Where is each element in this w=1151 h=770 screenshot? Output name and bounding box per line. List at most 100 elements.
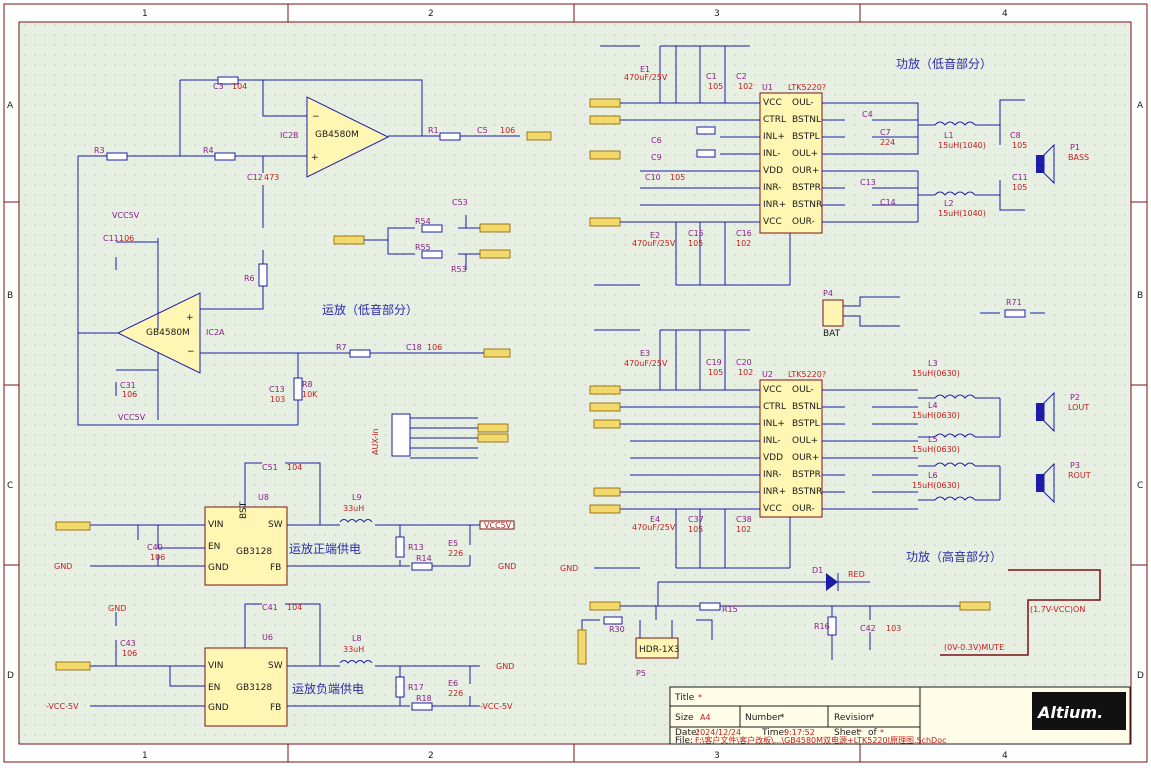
svg-text:C6: C6 (651, 136, 662, 145)
inductor-l5[interactable] (934, 433, 976, 438)
svg-text:106: 106 (119, 234, 134, 243)
header-p5[interactable] (635, 637, 679, 659)
resistor-r3[interactable] (106, 152, 128, 161)
col-label-3b: 3 (714, 751, 720, 761)
regulator-u8[interactable] (204, 506, 288, 586)
svg-text:GB3128: GB3128 (236, 683, 272, 693)
svg-text:102: 102 (738, 82, 753, 91)
svg-text:E2: E2 (650, 231, 660, 240)
svg-text:*: * (698, 693, 702, 702)
amplifier-u2[interactable] (759, 379, 823, 518)
svg-text:C7: C7 (880, 128, 891, 137)
svg-text:C1: C1 (706, 72, 717, 81)
svg-text:C4: C4 (862, 110, 873, 119)
svg-text:OUR+: OUR+ (792, 166, 819, 176)
cap-c3[interactable] (217, 76, 239, 85)
svg-text:RED: RED (848, 570, 865, 579)
resistor-r54[interactable] (421, 224, 443, 233)
aux-jack[interactable] (391, 413, 411, 457)
svg-text:33uH: 33uH (343, 645, 364, 654)
svg-text:473: 473 (264, 173, 279, 182)
svg-text:INR-: INR- (763, 470, 782, 480)
svg-text:D1: D1 (812, 566, 823, 575)
svg-text:+: + (186, 313, 194, 323)
inductor-l3[interactable] (934, 462, 976, 467)
resistor-r6[interactable] (258, 263, 268, 287)
resistor-r14[interactable] (411, 562, 433, 571)
title-opamp-pos-supply: 运放正端供电 (289, 541, 361, 556)
resistor-r15[interactable] (699, 602, 721, 611)
svg-text:LTK5220?: LTK5220? (788, 83, 826, 92)
opamp-ic2b[interactable] (306, 96, 390, 178)
svg-text:CTRL: CTRL (763, 402, 786, 412)
svg-text:GB3128: GB3128 (236, 547, 272, 557)
svg-text:103: 103 (886, 624, 901, 633)
amp-treble-section: U2 LTK5220? VCC CTRL INL+ INL- VDD INR- … (560, 329, 1101, 678)
svg-text:BAT: BAT (823, 329, 841, 339)
speaker-lout[interactable] (1036, 403, 1044, 421)
svg-text:104: 104 (287, 603, 302, 612)
ic2b-part: GB4580M (315, 130, 359, 140)
svg-text:106: 106 (122, 390, 137, 399)
svg-text:C37: C37 (688, 515, 704, 524)
col-label-2: 2 (428, 9, 434, 19)
connector-p4[interactable] (822, 299, 844, 327)
svg-text:OUR-: OUR- (792, 504, 815, 514)
led-d1[interactable] (826, 573, 838, 591)
resistor-r1[interactable] (439, 132, 461, 141)
inductor-l9[interactable] (339, 519, 373, 523)
svg-text:E3: E3 (640, 349, 650, 358)
col-label-1: 1 (142, 9, 148, 19)
speaker-bass[interactable] (1036, 155, 1044, 173)
resistor-r8[interactable] (293, 377, 303, 401)
svg-text:VIN: VIN (208, 520, 224, 530)
resistor-r71[interactable] (1004, 309, 1026, 318)
resistor-r30[interactable] (603, 616, 623, 625)
speaker-rout[interactable] (1036, 474, 1044, 492)
inductor-l1[interactable] (934, 121, 976, 126)
svg-text:BSTPL: BSTPL (792, 132, 820, 142)
svg-text:106: 106 (150, 553, 165, 562)
svg-text:FB: FB (270, 563, 281, 573)
title-opamp-neg-supply: 运放负端供电 (292, 681, 364, 696)
resistor-r13[interactable] (395, 536, 405, 558)
svg-text:SW: SW (268, 661, 283, 671)
opamp-ic2a[interactable] (116, 292, 201, 374)
inductor-l2[interactable] (934, 191, 976, 196)
svg-text:Number: Number (745, 713, 781, 723)
svg-text:Title: Title (674, 693, 695, 703)
svg-text:R53: R53 (451, 265, 467, 274)
resistor-r7[interactable] (349, 349, 371, 358)
svg-text:HDR-1X3: HDR-1X3 (639, 645, 679, 655)
svg-text:L1: L1 (944, 131, 954, 140)
amplifier-u1[interactable] (759, 92, 823, 234)
svg-text:VDD: VDD (763, 453, 783, 463)
svg-text:VDD: VDD (763, 166, 783, 176)
resistor-r16[interactable] (827, 616, 837, 636)
svg-text:*: * (880, 728, 884, 737)
row-label-d: D (7, 671, 14, 681)
net-dac-l (526, 131, 552, 141)
svg-text:105: 105 (708, 82, 723, 91)
svg-text:15uH(0630): 15uH(0630) (912, 411, 960, 420)
inductor-l8[interactable] (339, 660, 373, 664)
svg-text:105: 105 (688, 525, 703, 534)
resistor-r17[interactable] (395, 676, 405, 698)
title-opamp-bass: 运放（低音部分） (322, 302, 418, 317)
svg-text:INR+: INR+ (763, 200, 786, 210)
resistor-r4[interactable] (214, 152, 236, 161)
svg-text:of: of (868, 728, 878, 738)
resistor-r55[interactable] (421, 250, 443, 259)
svg-text:C9: C9 (651, 153, 662, 162)
svg-text:C5: C5 (477, 126, 488, 135)
svg-text:VIN: VIN (208, 661, 224, 671)
inductor-l6[interactable] (934, 496, 976, 501)
svg-text:E5: E5 (448, 539, 458, 548)
svg-text:E1: E1 (640, 65, 650, 74)
regulator-u6[interactable] (204, 647, 288, 727)
resistor-r18[interactable] (411, 702, 433, 711)
inner-border (18, 21, 1132, 745)
title-block: Title * Size A4 Number * Revision * Date… (669, 686, 1131, 746)
inductor-l4[interactable] (934, 394, 976, 399)
